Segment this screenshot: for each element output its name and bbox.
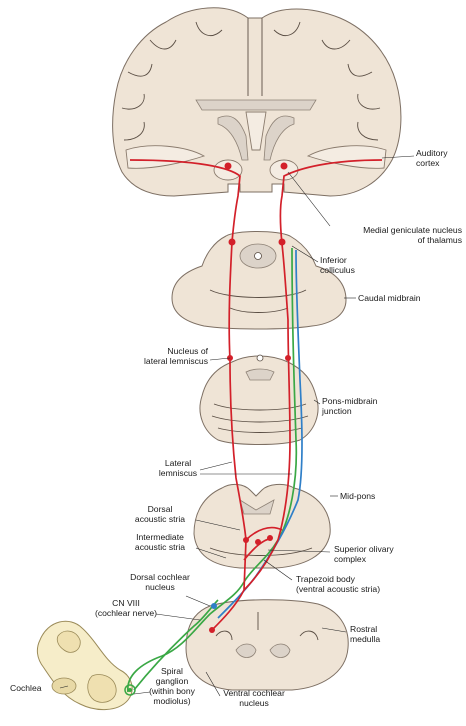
label-line: Trapezoid body — [296, 574, 356, 584]
label-line: (within bony — [149, 686, 196, 696]
label-line: Medial geniculate nucleus — [363, 225, 462, 235]
label-line: modiolus) — [153, 696, 190, 706]
label-line: Rostral — [350, 624, 377, 634]
label-line: (ventral acoustic stria) — [296, 584, 380, 594]
label-line: CN VIII — [112, 598, 140, 608]
label-line: complex — [334, 554, 367, 564]
label-line: Intermediate — [136, 532, 184, 542]
leader-lines — [59, 155, 415, 697]
label-line: Dorsal cochlear — [130, 572, 190, 582]
label-mid-pons: Mid-pons — [340, 491, 375, 501]
label-line: Caudal midbrain — [358, 293, 421, 303]
rostral-medulla-section — [185, 599, 349, 691]
label-trapezoid-body: Trapezoid body(ventral acoustic stria) — [296, 574, 380, 594]
label-line: Pons-midbrain — [322, 396, 378, 406]
label-line: cortex — [416, 158, 440, 168]
cochlea-drawing — [36, 620, 133, 710]
label-line: Inferior — [320, 255, 347, 265]
label-line: nucleus — [239, 698, 269, 708]
label-line: Dorsal — [148, 504, 173, 514]
label-cn-viii: CN VIII(cochlear nerve) — [95, 598, 157, 618]
auditory-pathways — [124, 159, 383, 696]
label-line: junction — [321, 406, 352, 416]
label-line: lateral lemniscus — [144, 356, 208, 366]
label-line: Lateral — [165, 458, 191, 468]
label-line: acoustic stria — [135, 542, 185, 552]
label-line: Ventral cochlear — [223, 688, 285, 698]
label-cochlea: Cochlea — [10, 683, 42, 693]
label-line: Auditory — [416, 148, 448, 158]
label-line: lemniscus — [159, 468, 197, 478]
label-line: colliculus — [320, 265, 355, 275]
label-line: nucleus — [145, 582, 175, 592]
label-line: (cochlear nerve) — [95, 608, 157, 618]
label-line: of thalamus — [418, 235, 462, 245]
label-line: Spiral — [161, 666, 183, 676]
caudal-midbrain-section — [171, 231, 347, 330]
label-line: medulla — [350, 634, 380, 644]
label-line: Cochlea — [10, 683, 42, 693]
cerebrum-section — [112, 7, 402, 197]
label-line: Superior olivary — [334, 544, 394, 554]
label-line: Mid-pons — [340, 491, 375, 501]
label-caudal-midbrain: Caudal midbrain — [358, 293, 421, 303]
mid-pons-section — [193, 483, 331, 569]
label-line: ganglion — [156, 676, 189, 686]
label-line: Nucleus of — [167, 346, 208, 356]
label-line: acoustic stria — [135, 514, 185, 524]
